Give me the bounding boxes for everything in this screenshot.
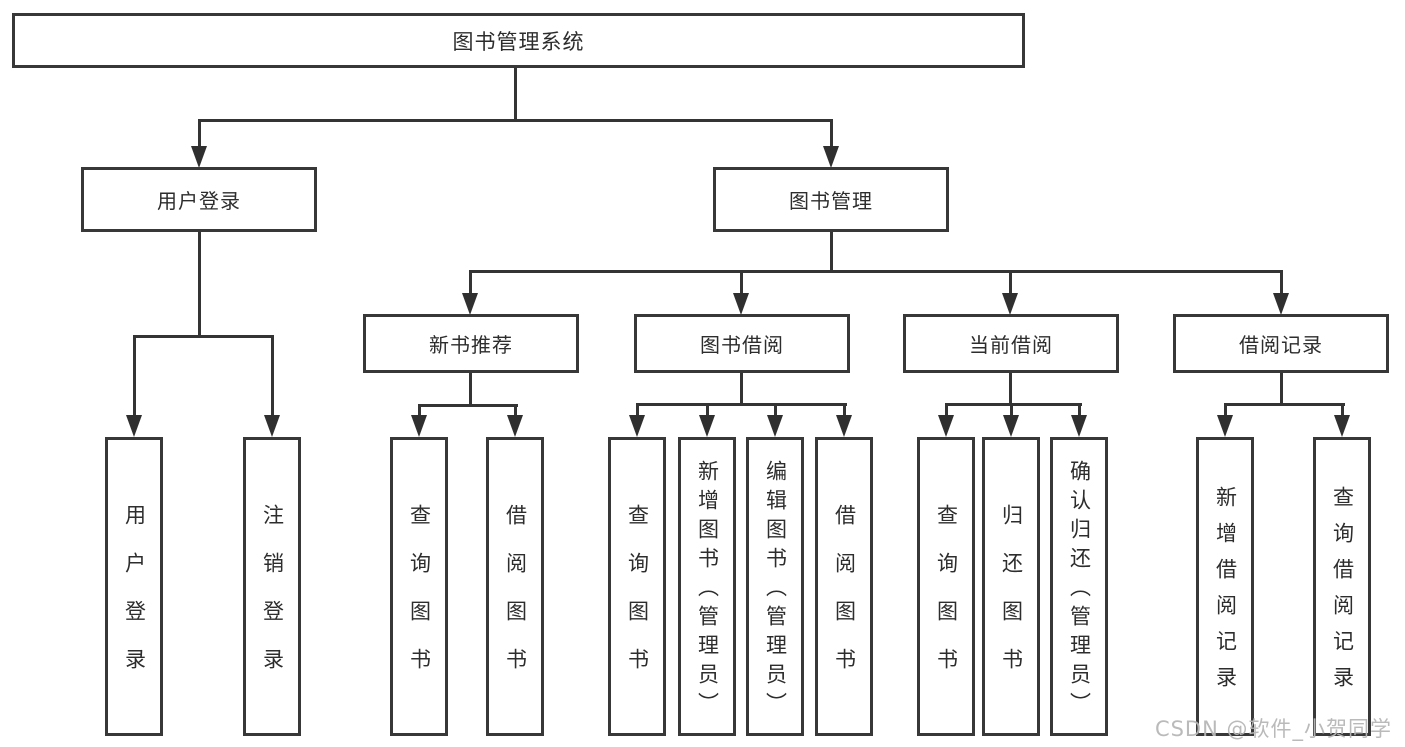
connector-line (418, 404, 421, 417)
node-new-book-recommend: 新书推荐 (363, 314, 579, 373)
connector-line (198, 119, 201, 147)
leaf-borrow-books-recommend: 借阅图书 (486, 437, 544, 736)
node-label: 图书管理系统 (452, 29, 585, 54)
connector-line (1078, 403, 1081, 417)
connector-bus (945, 403, 1082, 406)
leaf-edit-book-admin: 编辑图书（管理员） (746, 437, 804, 736)
connector-line (830, 232, 833, 273)
leaf-confirm-return-admin: 确认归还（管理员） (1050, 437, 1108, 736)
node-label: 确认归还（管理员） (1067, 460, 1092, 721)
connector-line (706, 403, 709, 417)
node-label: 查询图书 (407, 504, 432, 696)
node-label: 归还图书 (999, 504, 1024, 696)
connector-line (945, 403, 948, 417)
node-current-borrow: 当前借阅 (903, 314, 1119, 373)
connector-line (1009, 270, 1012, 295)
node-library-system: 图书管理系统 (12, 13, 1025, 68)
leaf-query-borrow-record: 查询借阅记录 (1313, 437, 1371, 736)
connector-line (514, 68, 517, 120)
node-label: 编辑图书（管理员） (763, 460, 788, 721)
arrow-down-icon (1002, 293, 1018, 315)
connector-line (1009, 373, 1012, 406)
leaf-add-borrow-record: 新增借阅记录 (1196, 437, 1254, 736)
arrow-down-icon (1217, 415, 1233, 437)
arrow-down-icon (1334, 415, 1350, 437)
leaf-query-books-current: 查询图书 (917, 437, 975, 736)
connector-line (1010, 403, 1013, 417)
connector-bus (636, 403, 847, 406)
node-label: 图书管理 (789, 189, 873, 213)
arrow-down-icon (191, 146, 207, 168)
arrow-down-icon (733, 293, 749, 315)
node-label: 借阅图书 (503, 504, 528, 696)
leaf-query-books-borrow: 查询图书 (608, 437, 666, 736)
connector-bus (1224, 403, 1345, 406)
arrow-down-icon (1273, 293, 1289, 315)
connector-line (636, 403, 639, 417)
connector-bus (418, 404, 518, 407)
leaf-add-book-admin: 新增图书（管理员） (678, 437, 736, 736)
node-label: 查询图书 (934, 504, 959, 696)
connector-bus (198, 119, 833, 122)
connector-line (740, 373, 743, 406)
arrow-down-icon (126, 415, 142, 437)
node-label: 借阅记录 (1239, 333, 1323, 357)
connector-line (1280, 270, 1283, 295)
node-label: 借阅图书 (832, 504, 857, 696)
arrow-down-icon (411, 415, 427, 437)
arrow-down-icon (1003, 415, 1019, 437)
leaf-user-login: 用户登录 (105, 437, 163, 736)
node-book-borrow: 图书借阅 (634, 314, 850, 373)
arrow-down-icon (823, 146, 839, 168)
connector-line (133, 335, 136, 416)
connector-line (198, 232, 201, 338)
arrow-down-icon (264, 415, 280, 437)
arrow-down-icon (462, 293, 478, 315)
connector-line (830, 119, 833, 147)
leaf-query-books-recommend: 查询图书 (390, 437, 448, 736)
node-label: 当前借阅 (969, 333, 1053, 357)
leaf-return-book: 归还图书 (982, 437, 1040, 736)
node-borrow-records: 借阅记录 (1173, 314, 1389, 373)
arrow-down-icon (1071, 415, 1087, 437)
leaf-borrow-books: 借阅图书 (815, 437, 873, 736)
connector-bus (469, 270, 1283, 273)
connector-line (469, 373, 472, 407)
connector-line (1224, 403, 1227, 417)
node-label: 注销登录 (260, 504, 285, 696)
arrow-down-icon (836, 415, 852, 437)
arrow-down-icon (507, 415, 523, 437)
node-label: 新增图书（管理员） (695, 460, 720, 721)
node-label: 查询图书 (625, 504, 650, 696)
connector-line (271, 335, 274, 416)
arrow-down-icon (767, 415, 783, 437)
node-label: 查询借阅记录 (1330, 486, 1355, 702)
arrow-down-icon (938, 415, 954, 437)
connector-line (1280, 373, 1283, 406)
node-user-login: 用户登录 (81, 167, 317, 232)
connector-line (740, 270, 743, 295)
connector-line (1341, 403, 1344, 417)
node-label: 新书推荐 (429, 333, 513, 357)
leaf-logout: 注销登录 (243, 437, 301, 736)
node-book-management: 图书管理 (713, 167, 949, 232)
connector-line (469, 270, 472, 295)
arrow-down-icon (629, 415, 645, 437)
node-label: 用户登录 (122, 504, 147, 696)
connector-line (774, 403, 777, 417)
node-label: 用户登录 (157, 189, 241, 213)
connector-line (843, 403, 846, 417)
arrow-down-icon (699, 415, 715, 437)
node-label: 新增借阅记录 (1213, 486, 1238, 702)
csdn-watermark: CSDN @软件_小贺同学 (1154, 717, 1392, 741)
connector-bus (133, 335, 274, 338)
connector-line (514, 404, 517, 417)
node-label: 图书借阅 (700, 333, 784, 357)
